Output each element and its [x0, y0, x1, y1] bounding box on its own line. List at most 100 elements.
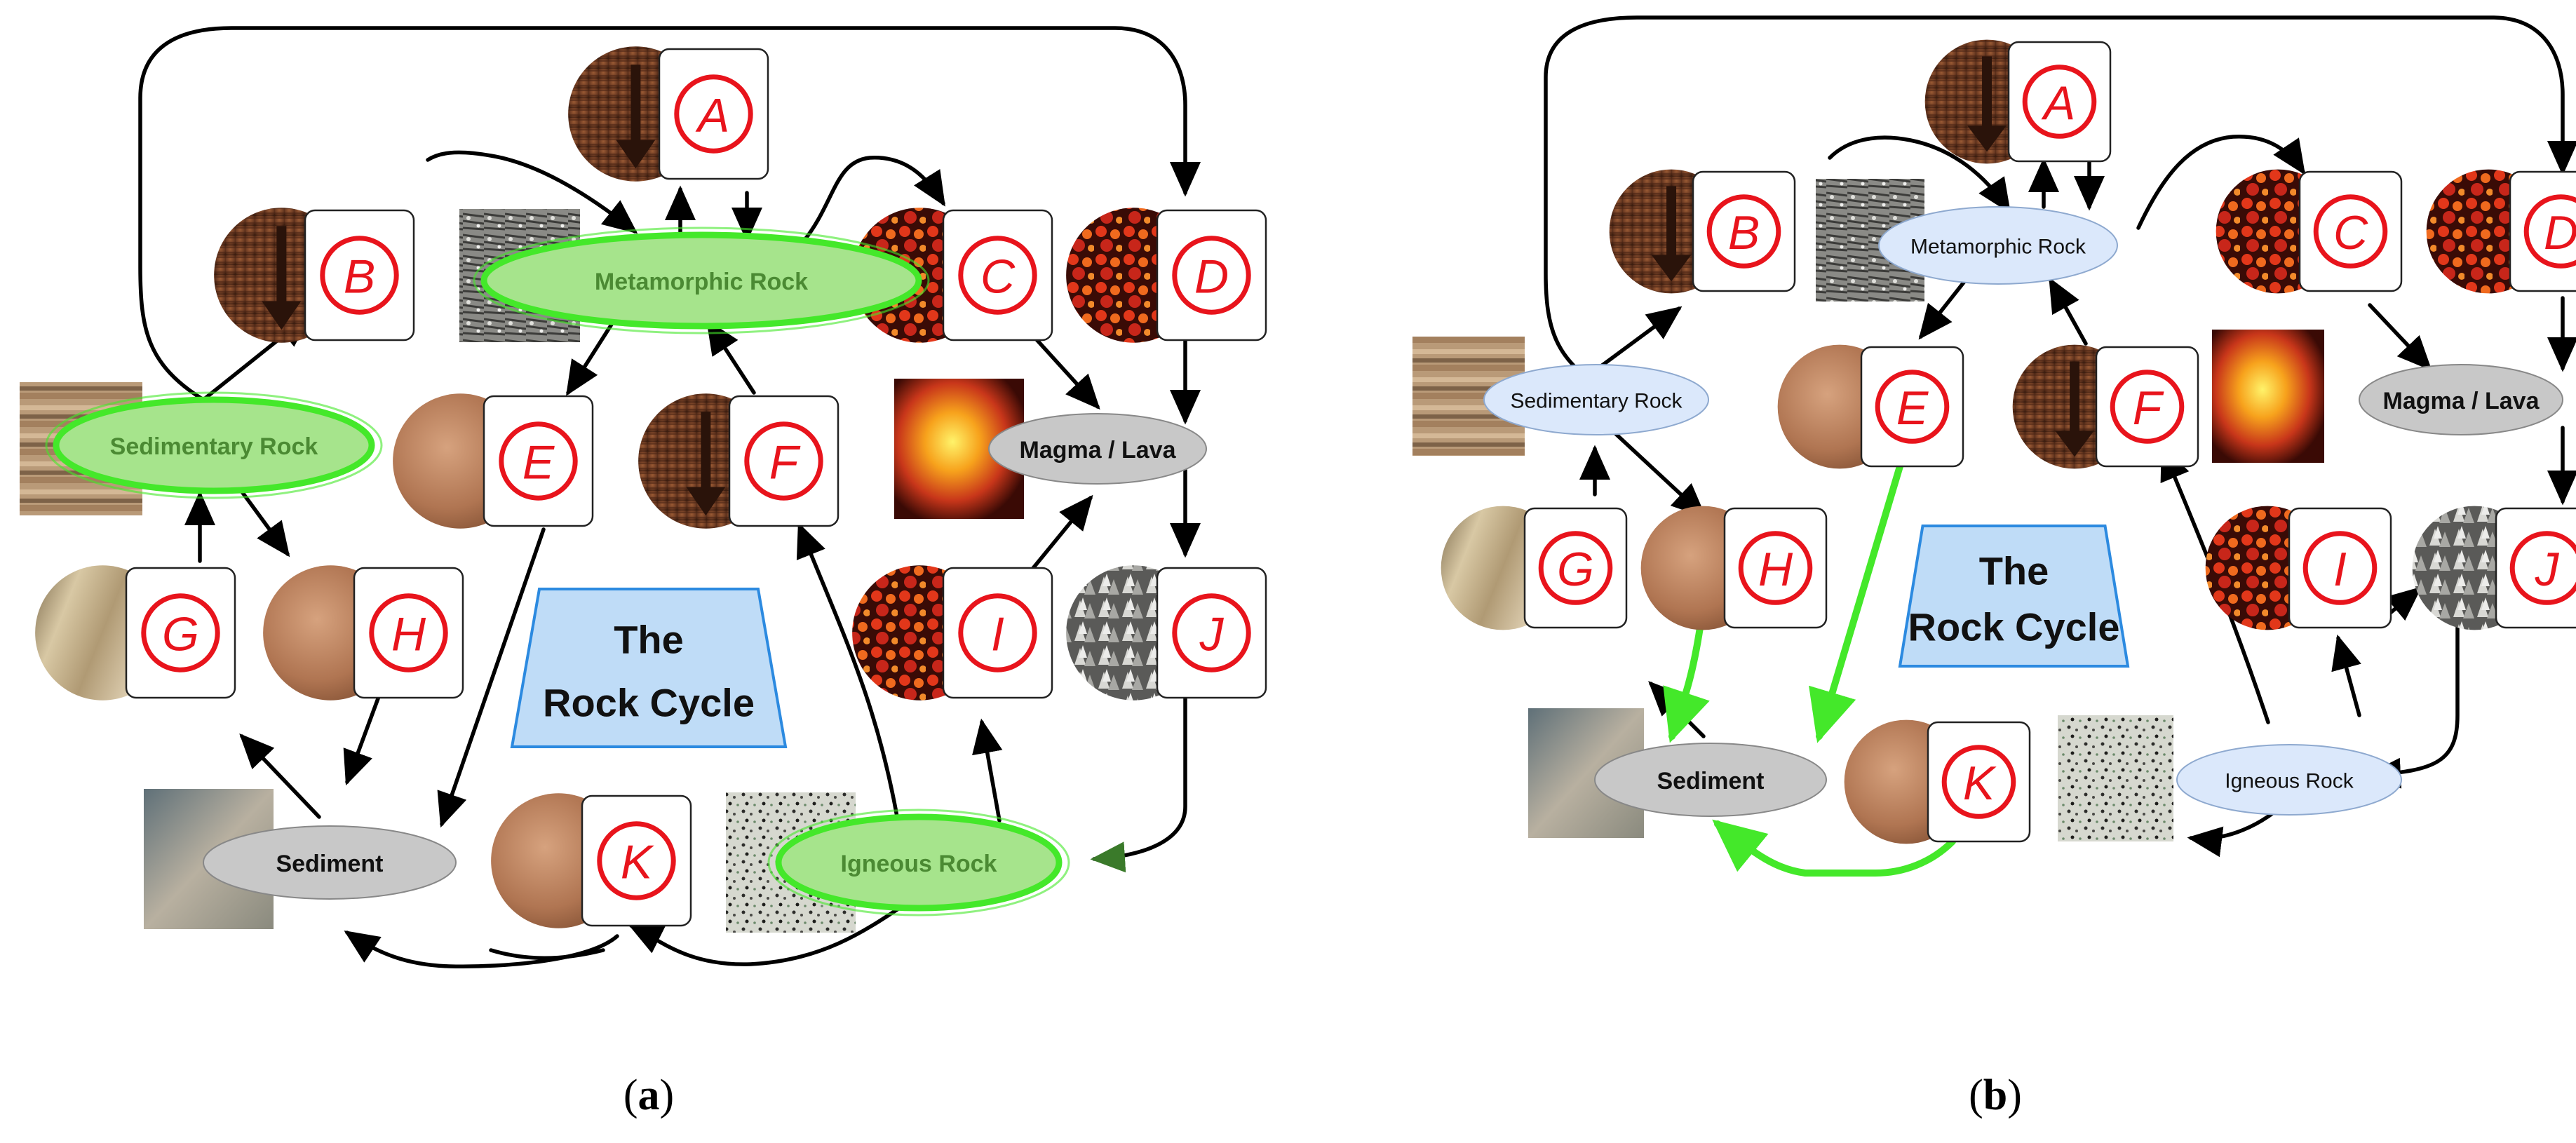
process-letter: C [2333, 206, 2368, 259]
red-circle-icon [1941, 745, 2016, 819]
panel-label-a: (a) [623, 1071, 674, 1119]
process-letter: G [162, 608, 199, 661]
flow-arrow [138, 26, 1201, 402]
panel-label-b: (b) [1969, 1071, 2022, 1119]
process-b-tile: B [214, 208, 415, 343]
title-line-2: Rock Cycle [1908, 605, 2120, 649]
igneous-photo [2058, 715, 2173, 841]
process-g-tile: G [1441, 506, 1628, 630]
process-d-tile: D [2426, 169, 2576, 294]
process-letter: K [621, 836, 654, 889]
flow-arrow [972, 718, 1003, 823]
letter-box [2509, 170, 2576, 292]
flow-arrow [489, 948, 605, 960]
process-letter: E [1896, 381, 1929, 435]
process-letter: D [1194, 250, 1229, 304]
red-circle-icon [369, 593, 448, 672]
magma-label: Magma / Lava [1020, 437, 1177, 464]
red-circle-icon [320, 236, 399, 315]
process-i-tile: I [2205, 506, 2392, 630]
letter-box [1927, 721, 2031, 843]
sedimentary-label: Sedimentary Rock [1510, 390, 1683, 413]
process-letter: C [980, 250, 1016, 304]
red-circle-icon [1875, 370, 1950, 444]
metamorphic-label: Metamorphic Rock [595, 269, 808, 295]
highlight-arrow-e [1809, 463, 1903, 743]
metamorphic-node: Metamorphic Rock [1878, 206, 2118, 285]
process-letter: H [1758, 543, 1793, 596]
process-letter: A [695, 89, 729, 142]
letter-box [1523, 507, 1628, 629]
flow-arrow [239, 733, 321, 819]
process-letter: G [1557, 543, 1594, 596]
red-circle-icon [2509, 531, 2576, 605]
magma-photo [2212, 330, 2324, 463]
igneous-label: Igneous Rock [2225, 770, 2354, 793]
letter-box [125, 567, 236, 699]
process-letter: I [991, 608, 1004, 661]
letter-box [658, 48, 769, 180]
letter-box [942, 567, 1053, 699]
sedimentary-label: Sedimentary Rock [110, 433, 318, 460]
sedimentary-node: Sedimentary Rock [45, 391, 383, 499]
process-g-tile: G [35, 565, 236, 701]
letter-box [1156, 567, 1267, 699]
letter-box [942, 209, 1053, 341]
process-letter: E [522, 436, 555, 489]
sediment-node: Sediment [1594, 743, 1827, 817]
red-circle-icon [2302, 531, 2378, 605]
flow-arrow [628, 902, 907, 966]
flow-arrow [1828, 135, 2011, 214]
sediment-node: Sediment [203, 825, 457, 900]
process-letter: J [2535, 543, 2560, 596]
flow-arrow [801, 156, 945, 244]
flow-arrow [1544, 15, 2576, 388]
letter-box [1723, 507, 1828, 629]
process-letter: F [2133, 381, 2164, 435]
letter-box [1860, 346, 1964, 468]
highlight-arrow-k [1712, 819, 1956, 877]
flow-arrow [1025, 327, 1100, 410]
red-circle-icon [597, 821, 676, 900]
sediment-label: Sediment [1657, 768, 1764, 794]
magma-label: Magma / Lava [2383, 388, 2540, 414]
letter-box [1692, 170, 1796, 292]
flow-arrow [1025, 494, 1093, 577]
sediment-label: Sediment [276, 851, 383, 877]
letter-box [581, 794, 692, 927]
process-f-tile: F [638, 393, 839, 529]
process-e-tile: E [393, 393, 594, 529]
process-letter: I [2333, 543, 2347, 596]
flow-arrow [437, 527, 546, 828]
igneous-label: Igneous Rock [841, 851, 997, 877]
process-letter: B [344, 250, 375, 304]
flow-arrow [1596, 306, 1683, 370]
letter-box [2298, 170, 2403, 292]
flow-arrow [2331, 634, 2361, 717]
red-circle-icon [744, 421, 823, 501]
red-circle-icon [2523, 194, 2576, 269]
process-k-tile: K [491, 793, 692, 928]
process-letter: J [1199, 608, 1225, 661]
red-circle-icon [958, 236, 1037, 315]
letter-box [483, 395, 594, 527]
process-letter: A [2041, 76, 2075, 130]
red-circle-icon [1172, 593, 1251, 672]
flow-arrow [1603, 422, 1707, 518]
red-circle-icon [2110, 370, 2185, 444]
title-line-1: The [1979, 549, 2049, 593]
red-circle-icon [141, 593, 220, 672]
flow-arrow [706, 319, 756, 395]
process-letter: H [391, 608, 426, 661]
red-circle-icon [1738, 531, 1813, 605]
red-circle-icon [2313, 194, 2388, 269]
letter-box [2495, 507, 2576, 629]
flow-arrow [2136, 135, 2306, 230]
process-b-tile: B [1609, 169, 1796, 294]
red-circle-icon [958, 593, 1037, 672]
process-j-tile: J [1066, 565, 1267, 701]
